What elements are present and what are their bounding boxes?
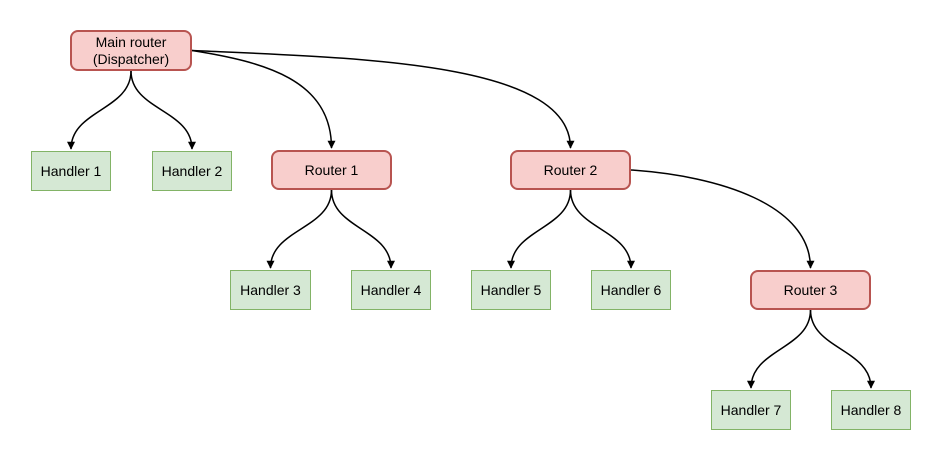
node-router2: Router 2 <box>510 150 631 190</box>
edge-router2-handler5 <box>507 189 572 269</box>
node-router1: Router 1 <box>271 150 392 190</box>
edge-router1-handler3 <box>266 189 333 269</box>
node-handler3: Handler 3 <box>230 270 311 310</box>
node-handler6: Handler 6 <box>591 270 671 310</box>
edge-main-router1 <box>191 49 336 149</box>
node-handler5: Handler 5 <box>471 270 551 310</box>
node-handler8: Handler 8 <box>831 390 911 430</box>
node-handler7: Handler 7 <box>711 390 791 430</box>
node-router3: Router 3 <box>750 270 871 310</box>
edge-router3-handler8 <box>809 309 875 389</box>
edge-router2-router3 <box>630 169 815 269</box>
edge-main-router2 <box>191 49 575 149</box>
edge-router1-handler4 <box>330 189 395 269</box>
edge-router3-handler7 <box>747 309 812 389</box>
node-handler4: Handler 4 <box>351 270 431 310</box>
node-handler1: Handler 1 <box>31 151 111 191</box>
node-handler2: Handler 2 <box>152 151 232 191</box>
edge-main-handler2 <box>130 70 196 150</box>
edge-router2-handler6 <box>569 189 635 269</box>
node-main: Main router (Dispatcher) <box>70 30 192 71</box>
edge-main-handler1 <box>67 70 132 150</box>
